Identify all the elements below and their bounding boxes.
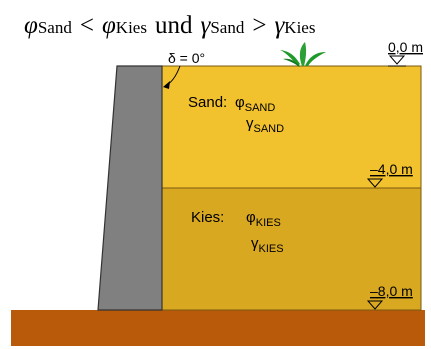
title-und: und: [155, 12, 193, 39]
kies-label: Kies:: [191, 209, 224, 226]
depth-label-bottom: –8,0 m: [370, 283, 413, 299]
title-sand-subscript: Sand: [38, 18, 73, 37]
depth-triangle-bottom: [366, 300, 384, 310]
sand-layer: [161, 65, 422, 189]
title-gamma-sand: γ: [200, 12, 211, 39]
title-kies-subscript-2: Kies: [284, 18, 315, 37]
sand-label: Sand:: [188, 94, 227, 111]
title-kies-subscript: Kies: [116, 18, 147, 37]
wall-friction-label: δ = 0°: [168, 50, 205, 66]
depth-marker-middle: –4,0 m: [366, 161, 413, 188]
title-phi-kies: φ: [102, 12, 116, 39]
sand-phi-subscript: SAND: [245, 102, 276, 114]
title-phi-sand: φ: [24, 12, 38, 39]
depth-marker-top: 0,0 m: [388, 39, 423, 67]
kies-phi-symbol: φ: [246, 209, 256, 226]
title-gamma-kies: γ: [274, 12, 285, 39]
depth-label-top: 0,0 m: [388, 39, 423, 55]
depth-marker-bottom: –8,0 m: [366, 283, 413, 310]
title-less-than: <: [80, 12, 94, 39]
title-greater-than: >: [252, 12, 266, 39]
kies-phi: φKIES: [246, 209, 281, 229]
depth-triangle-middle: [366, 178, 384, 188]
title-sand-subscript-2: Sand: [210, 18, 245, 37]
kies-gamma-subscript: KIES: [259, 243, 284, 255]
kies-phi-subscript: KIES: [256, 217, 281, 229]
sand-phi: φSAND: [235, 94, 275, 114]
sand-gamma-subscript: SAND: [254, 123, 285, 135]
sand-gamma: γSAND: [246, 115, 284, 135]
depth-label-middle: –4,0 m: [370, 161, 413, 177]
sand-gamma-symbol: γ: [246, 115, 254, 132]
wall-friction-arrowhead: [163, 81, 170, 89]
plant-icon: [280, 42, 326, 67]
depth-triangle-top: [388, 55, 406, 65]
kies-gamma-symbol: γ: [251, 235, 259, 252]
sand-phi-symbol: φ: [235, 94, 245, 111]
retaining-wall: [97, 65, 163, 311]
kies-layer: [161, 187, 422, 311]
ground-base: [11, 310, 425, 346]
kies-gamma: γKIES: [251, 235, 284, 255]
